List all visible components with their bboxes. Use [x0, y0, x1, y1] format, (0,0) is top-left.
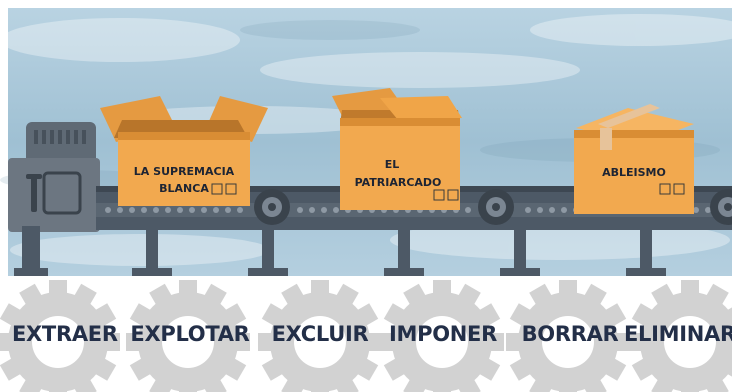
gear-label-imponer: IMPONER [386, 322, 500, 346]
gear-label-extraer: EXTRAER [12, 322, 112, 346]
gear-label-borrar: BORRAR [520, 322, 620, 346]
gear-label-excluir: EXCLUIR [268, 322, 372, 346]
box-label-line2: PATRIARCADO [355, 176, 442, 189]
gear-label-eliminar: ELIMINAR [624, 322, 732, 346]
gear-label-explotar: EXPLOTAR [130, 322, 250, 346]
box-label-line2: BLANCA [159, 182, 209, 195]
box-label-line1: ABLEISMO [602, 166, 666, 179]
box-label-line1: EL [385, 158, 400, 171]
box-label-line1: LA SUPREMACIA [134, 165, 235, 178]
box-patriarcado: EL PATRIARCADO [332, 88, 462, 210]
